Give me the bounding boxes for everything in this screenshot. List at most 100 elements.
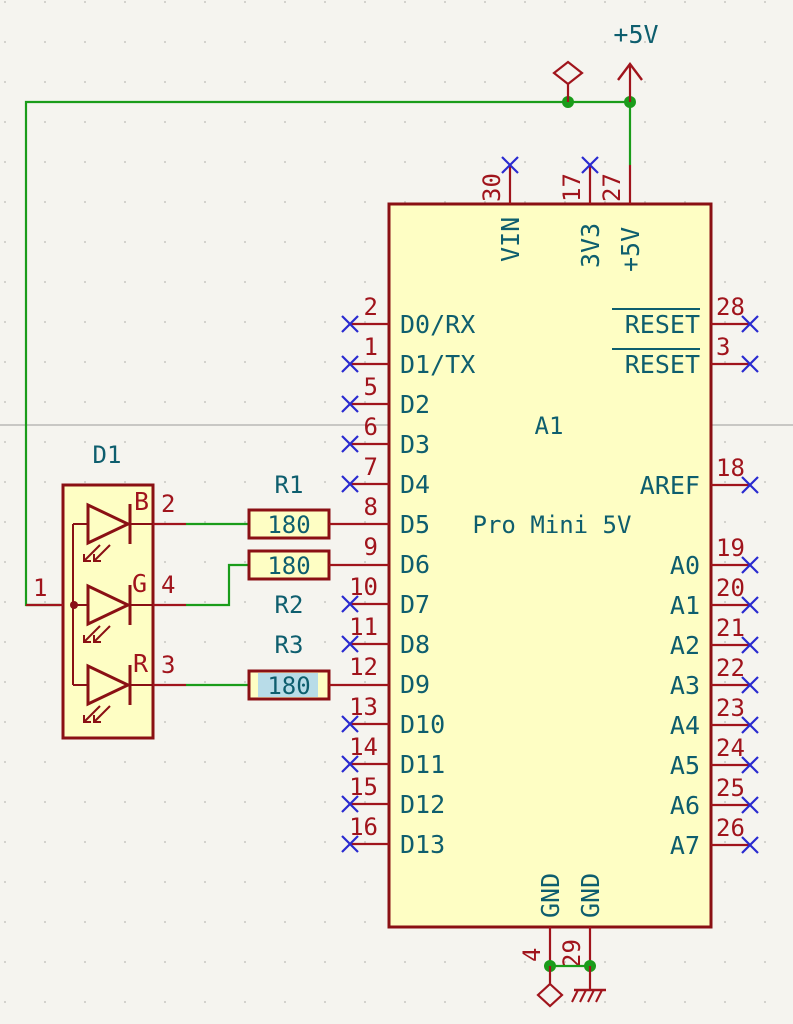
led-ref: D1 [93,441,122,469]
light-arrows-icon [83,625,111,643]
pin-name: +5V [616,227,645,272]
pin-name: D11 [400,750,445,779]
pin-gnd-4[interactable]: 4 GND [518,873,565,966]
pin-number: 4 [518,948,546,962]
pin-left-d0-rx[interactable]: 2D0/RX [341,293,475,339]
pin-number: 15 [349,773,378,801]
pin-name: D8 [400,630,430,659]
pin-number: 24 [716,734,745,762]
pin-name: D9 [400,670,430,699]
diode-icon [86,502,132,546]
pin-number: 27 [598,173,626,202]
pin-name: A2 [670,631,700,660]
pin-5v[interactable]: 27 +5V [598,165,645,272]
pin-vin[interactable]: 30 VIN [478,156,525,262]
resistor-value: 180 [267,552,310,580]
pin-name: D2 [400,390,430,419]
pin-name: D13 [400,830,445,859]
pin-number: 10 [349,573,378,601]
wire-green[interactable] [186,563,249,607]
led-common-pin-number: 1 [33,574,47,602]
pin-left-d1-tx[interactable]: 1D1/TX [341,333,475,379]
power-flag-icon[interactable] [552,60,584,86]
pin-gnd-29[interactable]: 29 GND [558,873,605,968]
pin-number: 22 [716,654,745,682]
channel-letter: G [132,569,147,598]
light-arrows-icon [83,544,111,562]
pin-name: D5 [400,510,430,539]
pin-number: 8 [364,493,378,521]
pin-number: 11 [349,613,378,641]
pin-name: D4 [400,470,430,499]
pin-name: D3 [400,430,430,459]
power-arrow-icon[interactable] [617,62,643,81]
pin-number: 3 [716,333,730,361]
rgb-led-symbol[interactable]: D1 1 B 2 [26,441,186,740]
pin-number: 18 [716,454,745,482]
pin-name: 3V3 [576,223,605,268]
pin-number: 16 [349,813,378,841]
pin-name: A5 [670,751,700,780]
arduino-body[interactable] [387,202,713,929]
pin-number: 20 [716,574,745,602]
pin-3v3[interactable]: 17 3V3 [558,156,605,268]
resistor-r2[interactable]: R2 180 [247,549,389,619]
pin-name: D6 [400,550,430,579]
pin-number: 29 [558,939,586,968]
pin-left-d4[interactable]: 7D4 [341,453,430,499]
led-body[interactable] [61,483,155,740]
pin-number: 2 [161,490,175,518]
pin-number: 17 [558,173,586,202]
pin-number: 1 [364,333,378,361]
pin-left-d3[interactable]: 6D3 [341,413,430,459]
pin-name: A0 [670,551,700,580]
pin-number: 28 [716,293,745,321]
ground-symbol-icon[interactable] [571,988,606,1003]
pin-number: 21 [716,614,745,642]
led-channel-blue: B 2 [73,487,186,562]
arduino-symbol[interactable]: A1 Pro Mini 5V [387,202,713,929]
resistor-body[interactable] [247,508,331,540]
pin-number: 7 [364,453,378,481]
power-flag-icon[interactable] [536,982,564,1008]
resistor-r1[interactable]: R1 180 [247,471,389,540]
pin-name: RESET [625,310,700,339]
power-net: +5V [24,20,659,607]
pin-name: VIN [496,217,525,262]
pin-name: GND [576,873,605,918]
pin-number: 30 [478,173,506,202]
led-channel-red: R 3 [73,649,186,723]
pin-number: 4 [161,571,175,599]
pin-number: 3 [161,651,175,679]
arduino-right-pins: 28RESET3RESET18AREF19A020A121A222A323A42… [625,293,759,860]
pin-left-d6[interactable]: 9D6 [364,533,431,579]
light-arrows-icon [83,705,111,723]
arduino-value: Pro Mini 5V [473,511,632,539]
arduino-ref: A1 [535,412,564,440]
pin-name: A1 [670,591,700,620]
selection-highlight [258,673,318,697]
pin-left-d2[interactable]: 5D2 [341,373,430,419]
pin-left-d5[interactable]: 8D5 [364,493,431,539]
resistor-r3[interactable]: R3 180 [247,631,389,701]
pin-number: 23 [716,694,745,722]
